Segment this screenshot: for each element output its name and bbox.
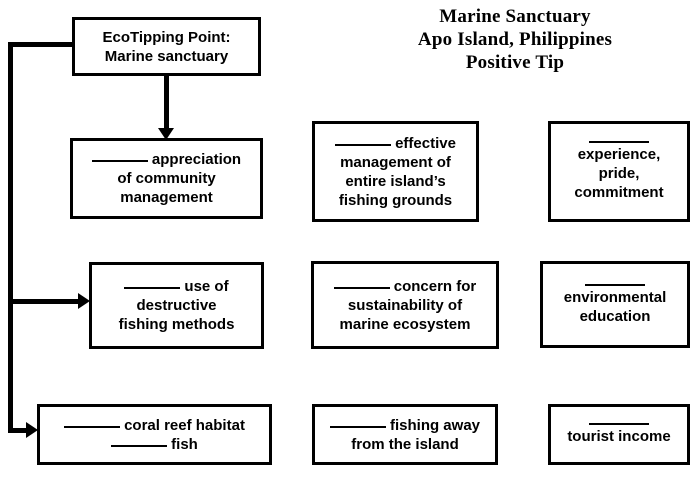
node-experience-pride-line-1: experience, (577, 146, 661, 163)
node-effective-management-line-1-text: effective (395, 134, 456, 152)
node-coral-reef-line-2-text: fish (171, 435, 198, 453)
blank-line-icon (111, 444, 168, 447)
node-destructive-fishing-line-3: fishing methods (118, 316, 235, 333)
arrowhead-to-coral-reef (26, 422, 38, 438)
node-appreciation-line-2: of community (117, 170, 216, 187)
connector-branch-destructive (8, 299, 84, 304)
arrowhead-to-destructive (78, 293, 90, 309)
node-coral-reef-line-1-text: coral reef habitat (124, 416, 245, 434)
node-appreciation-line-1-text: appreciation (151, 151, 242, 168)
connector-branch-coral (8, 428, 30, 433)
node-experience-pride-line-2: pride, (598, 165, 640, 182)
node-environmental-education: environmental education (540, 261, 690, 348)
node-eco-tipping-point: EcoTipping Point: Marine sanctuary (72, 17, 261, 76)
blank-line-icon (589, 423, 649, 425)
node-environmental-education-line-2: education (579, 307, 651, 325)
node-effective-management-line-3: entire island’s (345, 172, 446, 190)
node-destructive-fishing: use of destructive fishing methods (89, 262, 264, 349)
node-concern-sustainability: concern for sustainability of marine eco… (311, 261, 499, 349)
diagram-title: Marine Sanctuary Apo Island, Philippines… (330, 5, 700, 74)
node-concern-sustainability-line-3: marine ecosystem (339, 315, 471, 333)
connector-eco-left-stub (8, 42, 78, 47)
title-line-3: Positive Tip (465, 52, 565, 73)
node-coral-reef-line-1: coral reef habitat (64, 416, 245, 435)
node-fishing-away-line-1: fishing away (329, 416, 481, 435)
node-coral-reef-line-2: fish (111, 435, 198, 454)
node-eco-tipping-point-line-2: Marine sanctuary (104, 47, 229, 65)
node-fishing-away-line-1-text: fishing away (389, 416, 481, 434)
node-eco-tipping-point-line-1: EcoTipping Point: (102, 28, 231, 46)
title-line-2: Apo Island, Philippines (417, 29, 613, 50)
node-destructive-fishing-line-1-text: use of (184, 278, 229, 295)
node-tourist-income: tourist income (548, 404, 690, 465)
blank-line-icon (124, 287, 181, 289)
blank-line-icon (329, 425, 386, 428)
node-concern-sustainability-line-2: sustainability of (347, 296, 463, 314)
connector-left-trunk (8, 42, 13, 433)
node-effective-management-line-1: effective (335, 134, 456, 153)
node-experience-pride: experience, pride, commitment (548, 121, 690, 222)
blank-line-icon (585, 283, 645, 286)
node-environmental-education-line-1: environmental (563, 288, 667, 306)
node-destructive-fishing-line-2: destructive (136, 297, 217, 314)
node-experience-pride-line-3: commitment (574, 184, 664, 201)
arrowhead-to-appreciation (158, 128, 174, 140)
node-effective-management-line-2: management of (340, 153, 451, 171)
node-effective-management: effective management of entire island’s … (312, 121, 479, 222)
title-line-1: Marine Sanctuary (439, 6, 591, 27)
node-concern-sustainability-line-1: concern for (333, 277, 477, 296)
node-tourist-income-line-1: tourist income (567, 428, 671, 445)
node-effective-management-line-4: fishing grounds (338, 191, 453, 209)
node-fishing-away-line-2: from the island (351, 435, 459, 453)
node-appreciation: appreciation of community management (70, 138, 263, 219)
blank-line-icon (64, 425, 121, 428)
node-coral-reef: coral reef habitat fish (37, 404, 272, 465)
blank-line-icon (333, 286, 390, 289)
blank-line-icon (91, 160, 148, 162)
blank-line-icon (589, 141, 649, 143)
node-fishing-away: fishing away from the island (312, 404, 498, 465)
node-appreciation-line-1: appreciation (91, 150, 242, 169)
node-concern-sustainability-line-1-text: concern for (393, 277, 477, 295)
node-destructive-fishing-line-1: use of (124, 277, 229, 296)
node-appreciation-line-3: management (120, 189, 213, 206)
blank-line-icon (335, 143, 392, 146)
connector-down-appreciation (164, 76, 169, 132)
